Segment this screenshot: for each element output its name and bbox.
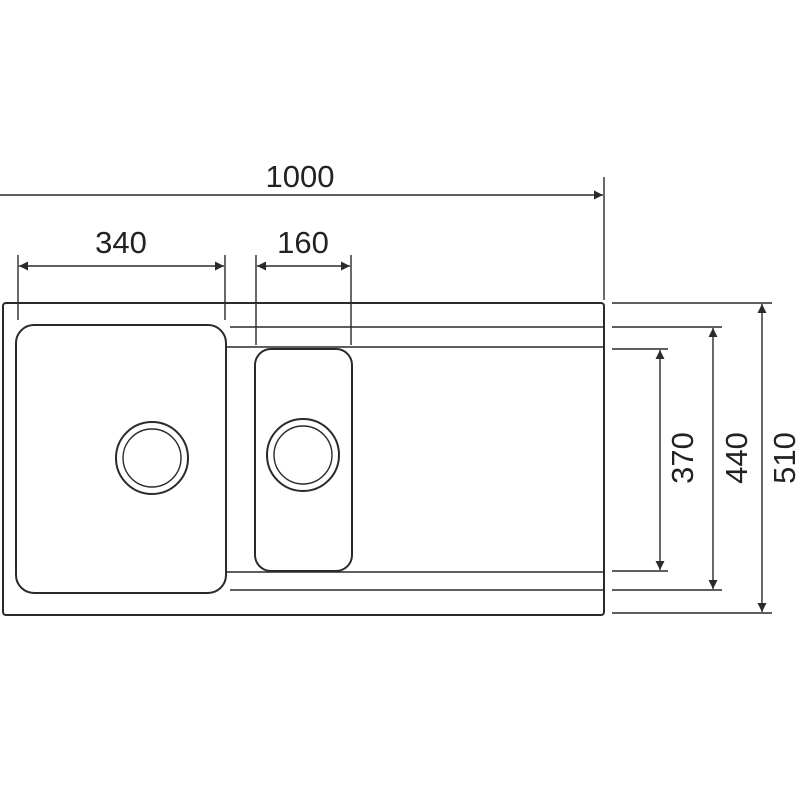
small-bowl-drain-inner — [273, 425, 333, 485]
large-bowl-drain-inner — [122, 428, 182, 488]
dimension-inner-depth: 440 — [708, 328, 754, 589]
overall-width-label: 1000 — [266, 159, 335, 194]
dimension-bowl-depth: 370 — [655, 350, 700, 570]
sink-outline — [2, 302, 605, 616]
small-bowl — [254, 348, 353, 572]
dimension-overall-width: 1000 — [0, 159, 605, 300]
inner-depth-label: 440 — [719, 432, 754, 484]
large-bowl-rim — [15, 324, 227, 594]
overall-depth-label: 510 — [767, 432, 800, 484]
small-bowl-width-label: 160 — [277, 225, 329, 260]
small-bowl-drain-outer — [266, 418, 340, 492]
countertop-outline — [2, 302, 605, 616]
small-bowl-rim — [254, 348, 353, 572]
large-bowl — [15, 324, 227, 594]
depth-extension-lines — [612, 302, 772, 614]
dimension-large-bowl-width: 340 — [17, 225, 226, 320]
bowl-depth-label: 370 — [665, 432, 700, 484]
large-bowl-width-label: 340 — [95, 225, 147, 260]
dimension-small-bowl-width: 160 — [255, 225, 352, 345]
dimension-overall-depth: 510 — [757, 304, 800, 612]
large-bowl-drain-outer — [115, 421, 189, 495]
